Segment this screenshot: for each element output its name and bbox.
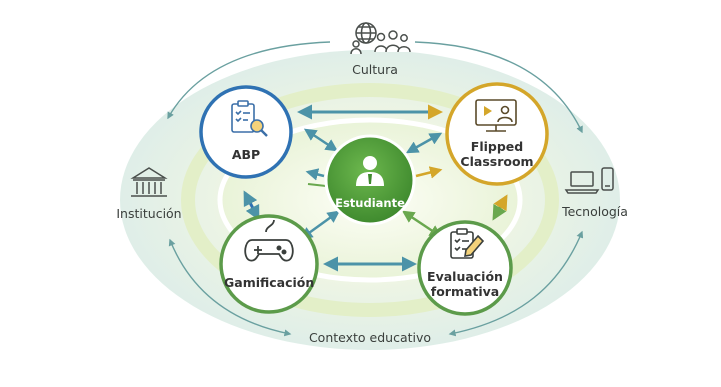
checklist-pencil-icon [450, 228, 485, 259]
technology-label: Tecnología [562, 204, 628, 219]
formative-label-line2: formativa [430, 284, 500, 299]
arrow-culture-institution [167, 41, 331, 120]
arrow-left-center-lower [307, 183, 327, 187]
arrow-flipped-formative [492, 194, 508, 221]
middle-ring [181, 83, 559, 317]
formative-node [417, 220, 513, 316]
educational-context-label: Contexto educativo [308, 330, 432, 345]
arrow-flipped-center [405, 132, 443, 154]
presentation-screen-icon [475, 99, 517, 132]
arrow-institution-context [168, 238, 292, 337]
flipped-label-line1: Flipped [470, 139, 524, 154]
laptop-phone-icon [564, 167, 614, 194]
globe-people-icon [350, 22, 411, 55]
gamepad-icon [244, 219, 294, 262]
arrow-abp-gamification [243, 190, 260, 221]
arrow-culture-technology [414, 41, 583, 134]
arrow-right-center [415, 166, 443, 179]
gamification-node [219, 214, 319, 314]
culture-label: Cultura [352, 62, 398, 77]
arrow-left-center [305, 168, 325, 181]
student-icon [356, 156, 384, 186]
gamification-label: Gamificación [224, 275, 315, 290]
institution-building-icon [130, 167, 168, 197]
abp-label: ABP [231, 147, 261, 162]
arrow-technology-context [448, 230, 584, 337]
clipboard-magnifier-icon [231, 100, 268, 137]
formative-label-line1: Evaluación [427, 269, 503, 284]
flipped-label-line2: Classroom [460, 154, 534, 169]
arrow-abp-center [303, 128, 339, 152]
institution-label: Institución [116, 206, 182, 221]
center-label: Estudiante [335, 196, 405, 210]
flipped-node [445, 82, 549, 186]
